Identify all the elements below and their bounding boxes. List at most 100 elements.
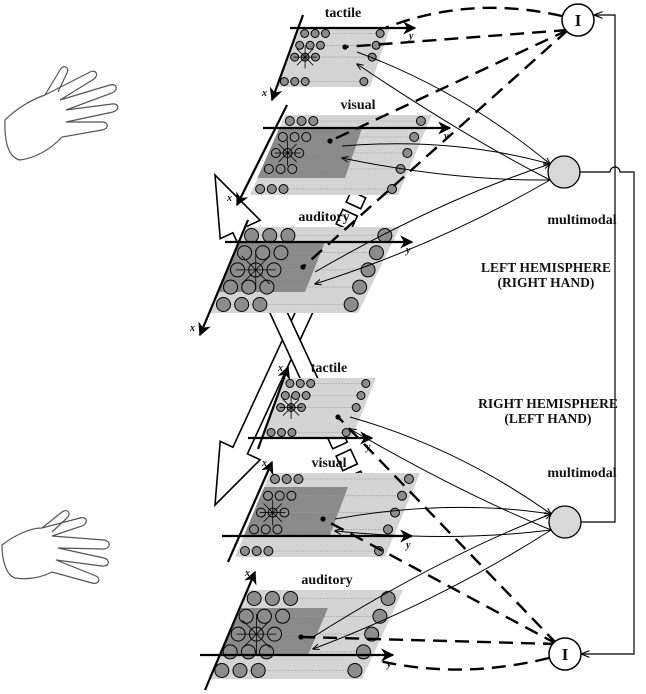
target-unit [327, 138, 333, 144]
tactile-label: tactile [311, 361, 348, 376]
map-node [295, 379, 305, 388]
multimodal-to-tactile-left [357, 64, 551, 181]
visual-label: visual [311, 456, 346, 471]
map-node [266, 428, 276, 437]
multimodal-to-visual-left [342, 158, 551, 181]
lateral-connection [296, 48, 306, 58]
map-node [266, 184, 277, 194]
map-node [310, 29, 320, 38]
map-plane [262, 378, 376, 438]
hemisphere-sublabel-left: (RIGHT HAND) [498, 275, 595, 290]
map-node [263, 164, 274, 174]
map-node [273, 245, 289, 261]
visual-map-right-hemisphere: y x visual [222, 456, 420, 563]
inhibitory-node-right [548, 637, 582, 671]
hemisphere-label-right: RIGHT HEMISPHERE [478, 396, 618, 411]
map-node [404, 474, 414, 484]
lateral-connection [241, 619, 257, 635]
map-node [356, 391, 366, 400]
map-node [263, 490, 273, 501]
map-node [237, 245, 253, 261]
multimodal-to-auditory-right [313, 529, 552, 649]
map-node [234, 297, 250, 312]
map-node [289, 132, 300, 142]
map-node [383, 524, 393, 535]
lateral-connection [304, 48, 314, 58]
map-node [402, 148, 413, 158]
map-node [291, 391, 301, 400]
x-axis [226, 460, 274, 563]
map-node [347, 663, 363, 678]
map-node [252, 297, 268, 312]
lateral-connection [263, 503, 273, 513]
map-node [351, 403, 361, 412]
map-node [251, 546, 262, 556]
map-node [277, 132, 288, 142]
y-axis-label: y [408, 31, 414, 42]
y-axis-label: y [405, 540, 411, 551]
map-node [255, 184, 266, 194]
lateral-connection [278, 152, 288, 163]
map-node [246, 591, 262, 606]
map-node [270, 474, 280, 484]
tactile-label: tactile [325, 6, 362, 21]
map-node [308, 116, 319, 126]
map-node [280, 228, 296, 243]
lateral-connection [304, 56, 314, 66]
map-node [315, 40, 325, 50]
inhibitory-link-tactile-left [344, 28, 569, 49]
map-node [380, 591, 396, 606]
map-node [301, 391, 311, 400]
map-node [260, 524, 271, 535]
map-node [375, 29, 385, 38]
lateral-connection [255, 269, 271, 285]
map-node [285, 379, 295, 388]
x-axis [198, 219, 250, 337]
auditory-label: auditory [301, 573, 352, 588]
right-hand-icon [4, 66, 119, 161]
lateral-connection [255, 255, 271, 271]
map-node [415, 116, 426, 126]
map-plane [275, 28, 390, 87]
map-node [256, 608, 272, 624]
map-node [262, 228, 278, 243]
map-node [301, 132, 312, 142]
multimodal-to-auditory-left [315, 179, 551, 284]
target-unit [298, 634, 304, 640]
lateral-connection [282, 399, 292, 408]
tactile-to-multimodal-left [356, 51, 550, 164]
visual-to-multimodal-right [334, 506, 551, 520]
visual-label: visual [340, 98, 375, 113]
lateral-connection [290, 399, 300, 408]
inhibitory-link-visual-right [322, 517, 558, 646]
map-node [278, 184, 289, 194]
map-node [263, 546, 274, 556]
lateral-connection [241, 269, 257, 285]
visual-to-multimodal-left [341, 143, 550, 164]
map-node [409, 132, 420, 142]
map-node [244, 228, 260, 243]
x-axis-label: x [226, 193, 232, 204]
inhibitory-label-right: I [562, 645, 569, 664]
map-node [287, 428, 297, 437]
map-node [279, 77, 289, 86]
map-node [215, 297, 231, 312]
lateral-connection [296, 56, 306, 66]
map-node [274, 490, 285, 501]
multimodal-node-right [548, 505, 582, 539]
map-node [223, 279, 239, 295]
map-node [360, 262, 376, 278]
map-node [275, 164, 286, 174]
x-axis-label: x [261, 458, 267, 469]
x-axis-label: x [189, 323, 195, 334]
map-node [296, 116, 307, 126]
x-axis [203, 570, 257, 691]
map-node [284, 116, 295, 126]
map-node [320, 29, 330, 38]
map-node [232, 663, 248, 678]
map-node [264, 591, 280, 606]
map-node [305, 40, 315, 50]
